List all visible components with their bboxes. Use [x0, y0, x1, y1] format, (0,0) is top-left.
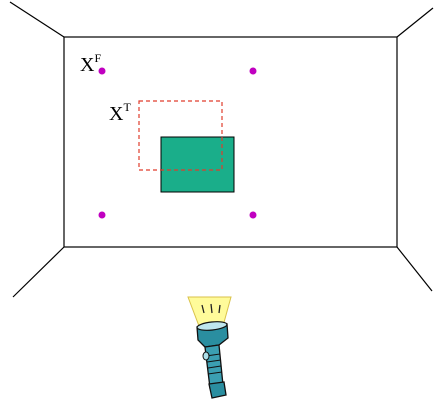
true-target-label-base: X [109, 103, 123, 125]
flashlight-tail [209, 382, 226, 398]
corner-line-top-right [397, 8, 433, 37]
corner-line-top-left [10, 2, 64, 37]
corner-line-bottom-left [13, 247, 64, 297]
true-target-label: XT [109, 104, 131, 124]
dot-bottom-left [99, 212, 106, 219]
dot-top-right [250, 68, 257, 75]
corner-line-bottom-right [397, 247, 432, 291]
false-target-label-superscript: F [94, 51, 101, 65]
dot-bottom-right [250, 212, 257, 219]
true-target-label-superscript: T [123, 100, 130, 114]
flashlight-icon [188, 297, 231, 398]
target-square [161, 137, 234, 192]
flashlight-button [203, 352, 209, 360]
false-target-label: XF [80, 55, 101, 75]
false-target-label-base: X [80, 54, 94, 76]
flashlight-beam [188, 297, 231, 326]
